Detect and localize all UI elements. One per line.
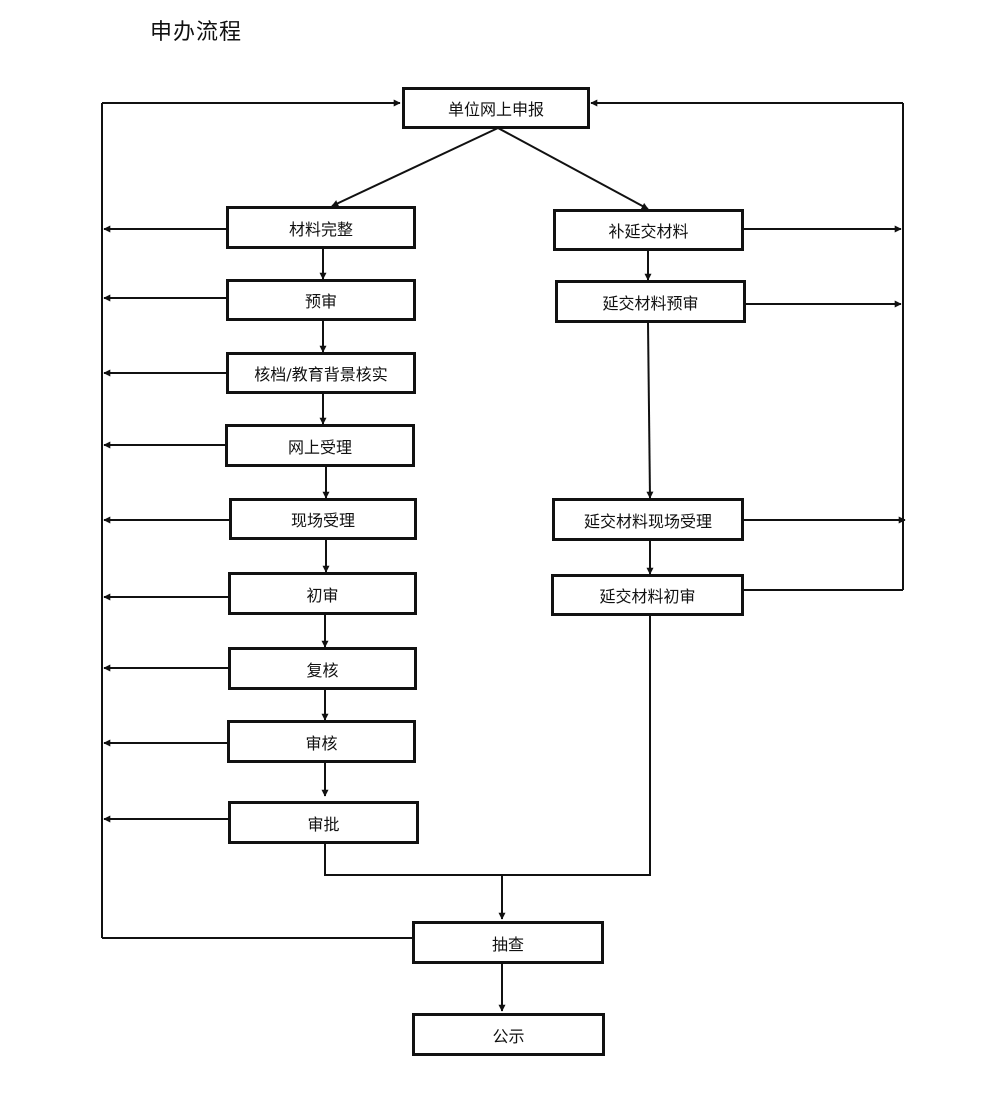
node-delayed-first-review: 延交材料初审 (551, 574, 744, 616)
node-publicize: 公示 (412, 1013, 605, 1056)
node-complete-label: 材料完整 (288, 219, 353, 239)
node-pre-review: 预审 (226, 279, 416, 321)
node-spot-check-label: 抽查 (491, 934, 524, 954)
node-recheck: 复核 (228, 647, 417, 690)
node-onsite-accept: 现场受理 (229, 498, 417, 540)
node-recheck-label: 复核 (306, 660, 339, 680)
node-audit: 审核 (227, 720, 416, 763)
node-spot-check: 抽查 (412, 921, 604, 964)
node-supplement: 补延交材料 (553, 209, 744, 251)
node-delayed-pre-review-label: 延交材料预审 (602, 293, 699, 313)
node-verify-label: 核档/教育背景核实 (254, 365, 388, 384)
node-first-review-label: 初审 (306, 585, 339, 605)
node-publicize-label: 公示 (492, 1026, 525, 1046)
apply-to-complete-arrow (331, 127, 499, 207)
node-pre-review-label: 预审 (304, 292, 337, 311)
node-complete: 材料完整 (226, 206, 416, 249)
node-approve-label: 审批 (307, 814, 340, 834)
node-audit-label: 审核 (305, 733, 338, 753)
node-apply-label: 单位网上申报 (447, 100, 544, 119)
node-verify: 核档/教育背景核实 (226, 352, 416, 394)
node-onsite-accept-label: 现场受理 (290, 511, 355, 530)
node-approve: 审批 (228, 801, 419, 844)
node-delayed-first-review-label: 延交材料初审 (599, 587, 696, 606)
apply-to-supplement-arrow (497, 127, 649, 210)
approve-merge-line (324, 616, 651, 876)
node-delayed-pre-review: 延交材料预审 (555, 280, 746, 323)
node-supplement-label: 补延交材料 (608, 222, 689, 241)
node-delayed-onsite-accept-label: 延交材料现场受理 (583, 511, 712, 531)
page-title: 申办流程 (150, 20, 243, 45)
node-first-review: 初审 (228, 572, 417, 615)
delayed-pre-review-to-delayed-onsite-accept-arrow (646, 322, 654, 499)
node-apply: 单位网上申报 (402, 87, 590, 129)
node-delayed-onsite-accept: 延交材料现场受理 (552, 498, 744, 541)
node-online-accept: 网上受理 (225, 424, 415, 467)
node-online-accept-label: 网上受理 (287, 437, 352, 457)
